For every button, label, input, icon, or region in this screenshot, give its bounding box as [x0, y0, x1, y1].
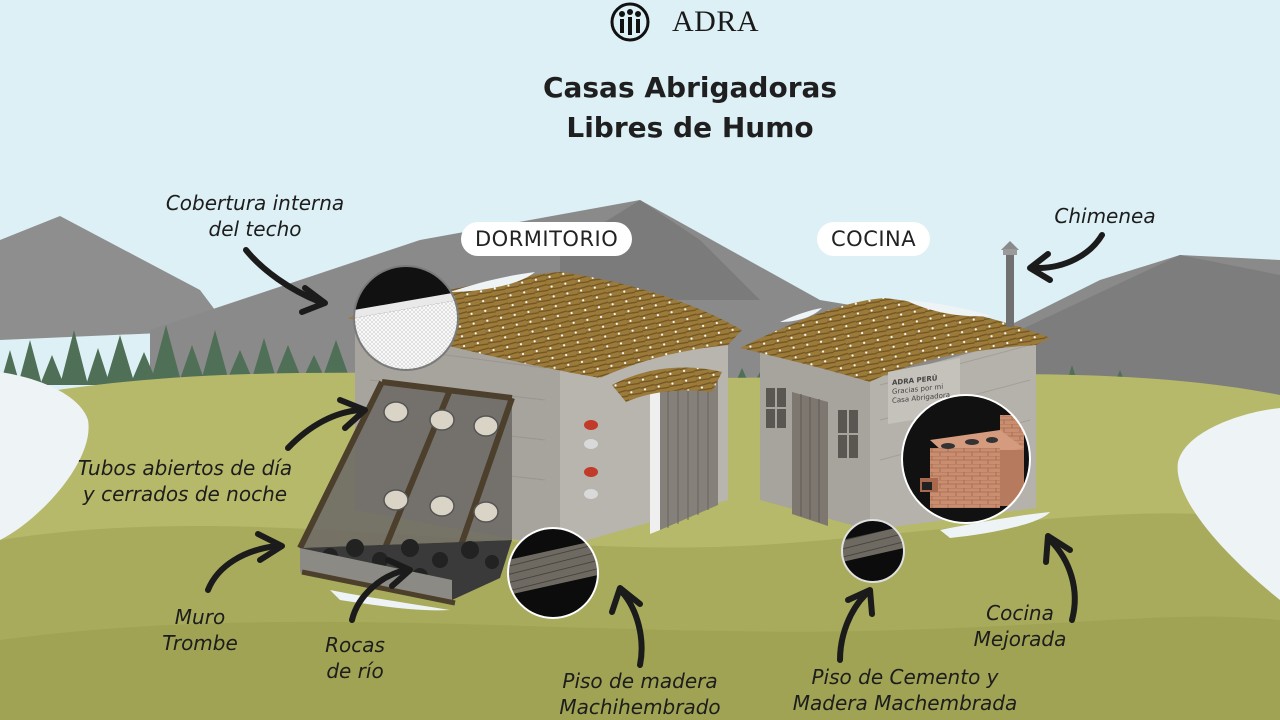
roof-cover-label: Cobertura interna del techo: [150, 190, 360, 242]
wood-floor-callout: [507, 527, 599, 619]
chimney-label: Chimenea: [1040, 203, 1170, 229]
tubes-label: Tubos abiertos de día y cerrados de noch…: [60, 455, 310, 507]
stove-label: Cocina Mejorada: [960, 600, 1080, 652]
wood-floor-label: Piso de madera Machihembrado: [535, 668, 745, 720]
page-title: Casas Abrigadoras Libres de Humo: [440, 68, 940, 148]
stove-label-line-2: Mejorada: [973, 627, 1067, 651]
snow-patches: [0, 372, 1280, 600]
roof-cover-label-line-1: Cobertura interna: [165, 191, 345, 215]
trombe-label-line-1: Muro: [174, 605, 226, 629]
roof-cover-callout: [353, 265, 459, 371]
bedroom-label: DORMITORIO: [461, 222, 633, 256]
rocks-label: Rocas de río: [305, 632, 405, 684]
rocks-label-line-1: Rocas: [325, 633, 385, 657]
stove-label-line-1: Cocina: [986, 601, 1054, 625]
title-line-2: Libres de Humo: [566, 111, 814, 144]
callout-arrows: [205, 232, 1105, 668]
chimney-label-line-1: Chimenea: [1054, 204, 1156, 228]
cement-floor-label-line-1: Piso de Cemento y: [811, 665, 999, 689]
trombe-label-line-2: Trombe: [162, 631, 238, 655]
adra-logo: ADRA: [610, 2, 759, 42]
cement-floor-label-line-2: Madera Machembrada: [792, 691, 1018, 715]
cement-floor-label: Piso de Cemento y Madera Machembrada: [770, 664, 1040, 716]
title-line-1: Casas Abrigadoras: [542, 71, 838, 104]
rocks-label-line-2: de río: [326, 659, 384, 683]
cement-floor-callout: [841, 519, 905, 583]
logo-text: ADRA: [672, 5, 760, 38]
kitchen-label: COCINA: [817, 222, 931, 256]
adra-emblem-icon: [610, 2, 650, 42]
tubes-label-line-2: y cerrados de noche: [82, 482, 288, 506]
wood-floor-label-line-2: Machihembrado: [559, 695, 721, 719]
trombe-label: Muro Trombe: [150, 604, 250, 656]
stove-callout: [901, 394, 1031, 524]
roof-cover-label-line-2: del techo: [208, 217, 302, 241]
tubes-label-line-1: Tubos abiertos de día: [77, 456, 293, 480]
wood-floor-label-line-1: Piso de madera: [562, 669, 718, 693]
